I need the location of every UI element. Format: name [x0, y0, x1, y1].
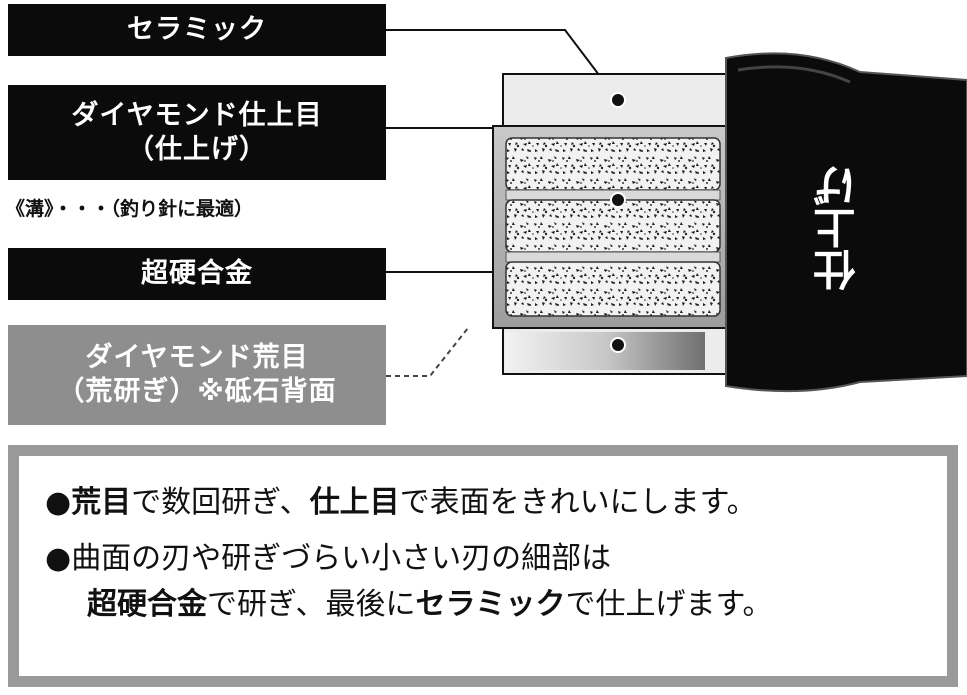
- info-line-1-text-2: で表面をきれいにします。: [399, 485, 757, 520]
- handle-label: 仕上げ: [812, 165, 862, 291]
- carbide-label-text: 超硬合金: [141, 258, 253, 290]
- info-line-3-text-1: で研ぎ、最後に: [207, 587, 416, 622]
- info-line-1-bold-1: 荒目: [71, 485, 132, 520]
- bullet-2: ●: [45, 541, 72, 576]
- sharpener-diagram: [386, 29, 967, 393]
- diamond-finish-label-line1: ダイヤモンド仕上目: [71, 99, 323, 131]
- diamond-stone-bottom: [505, 261, 721, 317]
- diamond-finish-label-line2: （仕上げ）: [127, 133, 267, 165]
- diamond-stone-middle: [505, 199, 721, 253]
- diamond-finish-label: ダイヤモンド仕上目 （仕上げ）: [8, 85, 386, 180]
- info-line-3: 超硬合金で研ぎ、最後にセラミックで仕上げます。: [45, 582, 937, 628]
- marker-dots: [610, 92, 626, 353]
- ceramic-label-text: セラミック: [127, 14, 267, 46]
- groove-channel-2: [505, 251, 721, 263]
- ceramic-label: セラミック: [8, 4, 386, 56]
- handle: [725, 52, 967, 393]
- diamond-finish-dot: [610, 192, 626, 208]
- info-line-3-bold-1: 超硬合金: [87, 587, 207, 622]
- diamond-coarse-label: ダイヤモンド荒目 （荒研ぎ）※砥石背面: [8, 325, 386, 425]
- info-line-2: ●曲面の刃や研ぎづらい小さい刃の細部は: [45, 536, 937, 582]
- diamond-stones: [505, 137, 721, 317]
- info-line-1-text-1: で数回研ぎ、: [131, 485, 310, 520]
- carbide-label: 超硬合金: [8, 248, 386, 300]
- info-line-2-text: 曲面の刃や研ぎづらい小さい刃の細部は: [71, 541, 612, 576]
- handle-highlight: [737, 65, 851, 84]
- ceramic-shine: [505, 332, 705, 370]
- diamond-coarse-label-line1: ダイヤモンド荒目: [85, 342, 309, 374]
- info-line-3-text-2: で仕上げます。: [565, 587, 773, 622]
- info-panel: ●荒目で数回研ぎ、仕上目で表面をきれいにします。 ●曲面の刃や研ぎづらい小さい刃…: [8, 445, 958, 687]
- coarse-leader: [386, 327, 469, 377]
- handle-text: 仕上げ: [808, 128, 868, 328]
- carbide-dot: [610, 337, 626, 353]
- ceramic-dot: [610, 92, 626, 108]
- diamond-coarse-label-line2: （荒研ぎ）※砥石背面: [57, 376, 337, 407]
- info-panel-inner: ●荒目で数回研ぎ、仕上目で表面をきれいにします。 ●曲面の刃や研ぎづらい小さい刃…: [19, 456, 947, 676]
- info-line-1: ●荒目で数回研ぎ、仕上目で表面をきれいにします。: [45, 480, 937, 526]
- groove-note: 《溝》・・・（釣り針に最適）: [6, 198, 254, 220]
- info-line-1-bold-2: 仕上目: [309, 485, 400, 520]
- info-line-3-bold-2: セラミック: [415, 587, 566, 622]
- diamond-stone-top: [505, 137, 721, 191]
- bullet-1: ●: [45, 485, 72, 520]
